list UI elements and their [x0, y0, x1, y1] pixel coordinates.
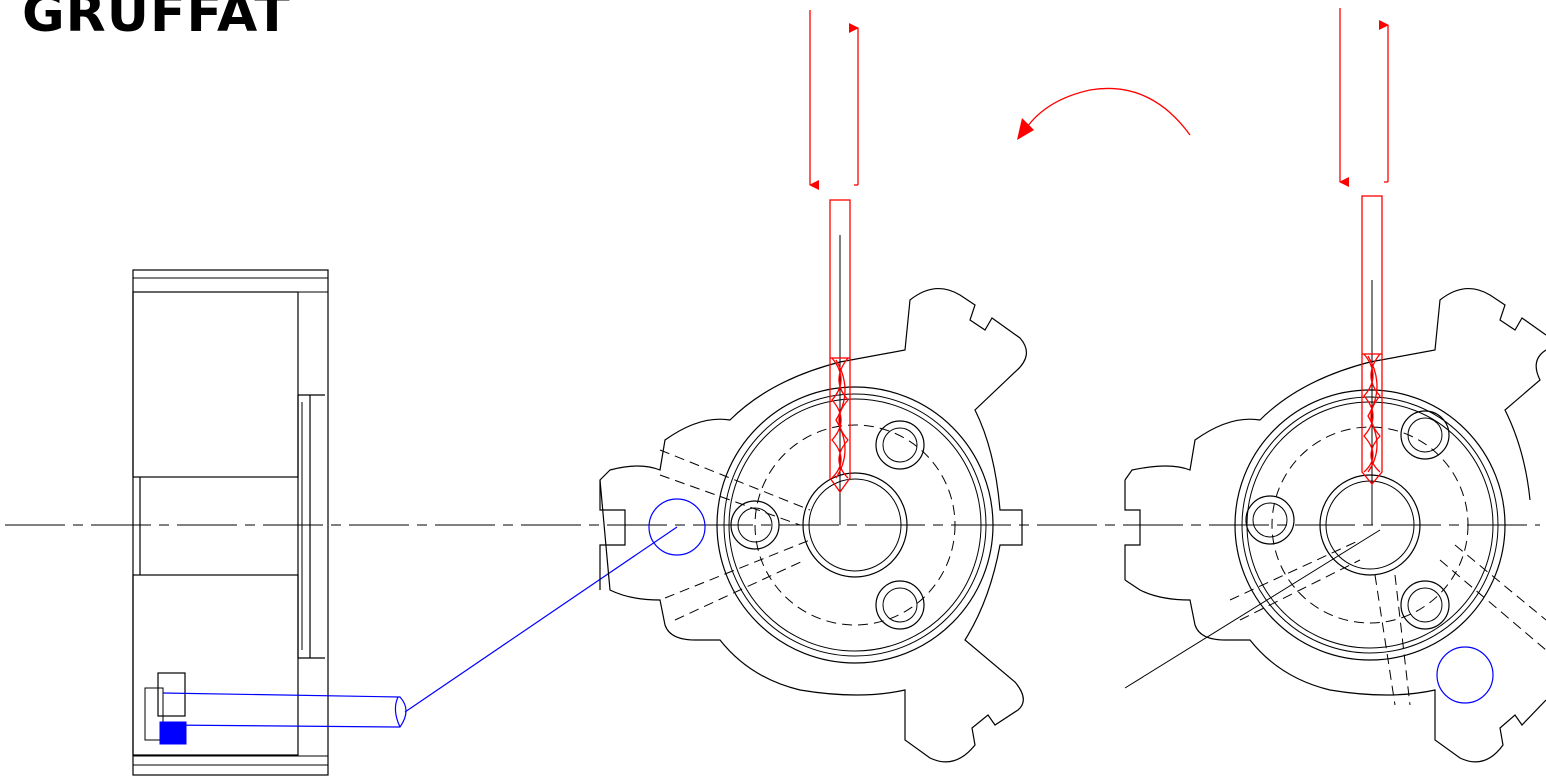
locating-pin	[162, 498, 706, 728]
part-view-2	[1124, 280, 1546, 763]
section-view	[132, 269, 329, 776]
drill-bit-1	[829, 199, 851, 494]
pin-block	[159, 721, 187, 745]
feed-arrows-2	[1339, 8, 1389, 187]
drill-bit-2	[1361, 195, 1383, 486]
feed-arrows-1	[809, 10, 859, 190]
pin-position-circle-1	[648, 498, 706, 556]
brand-logo: GRUFFAT	[22, 0, 291, 44]
part-view-1	[599, 235, 1027, 763]
rotation-arrow	[1017, 87, 1191, 140]
pin-position-circle-2	[1436, 646, 1494, 704]
